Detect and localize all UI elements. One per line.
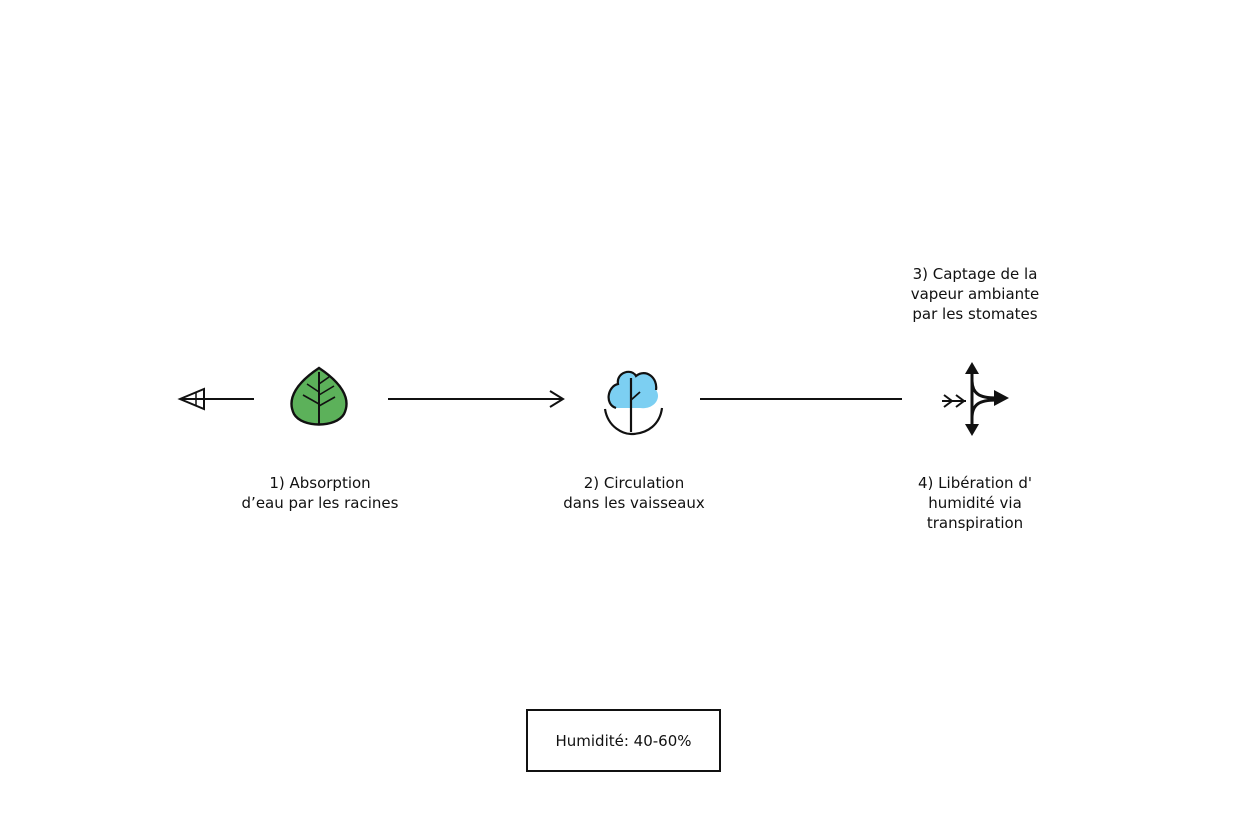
step-2-label: 2) Circulation dans les vaisseaux <box>534 473 734 513</box>
leaf-icon <box>290 366 348 426</box>
step-4-line-1: 4) Libération d' <box>918 474 1032 492</box>
step-4-line-2: humidité via <box>928 494 1022 512</box>
tree-icon <box>603 370 664 436</box>
step-3-line-3: par les stomates <box>912 305 1038 323</box>
step-1-line-1: 1) Absorption <box>269 474 371 492</box>
step-4-label: 4) Libération d' humidité via transpirat… <box>875 473 1075 533</box>
step-3-label: 3) Captage de la vapeur ambiante par les… <box>875 264 1075 324</box>
step-2-line-1: 2) Circulation <box>583 474 685 492</box>
step-1-line-2: d’eau par les racines <box>241 494 399 512</box>
left-arrow <box>177 387 254 411</box>
step-3-line-1: 3) Captage de la <box>912 265 1038 283</box>
step-1-label: 1) Absorption d’eau par les racines <box>220 473 420 513</box>
humidity-box: Humidité: 40-60% <box>526 709 721 772</box>
step-3-line-2: vapeur ambiante <box>910 285 1040 303</box>
arrow-step1-to-step2 <box>388 390 565 408</box>
branching-arrows-icon <box>942 362 1009 436</box>
humidity-label: Humidité: 40-60% <box>555 731 692 750</box>
step-2-line-2: dans les vaisseaux <box>563 494 705 512</box>
step-4-line-3: transpiration <box>926 514 1024 532</box>
